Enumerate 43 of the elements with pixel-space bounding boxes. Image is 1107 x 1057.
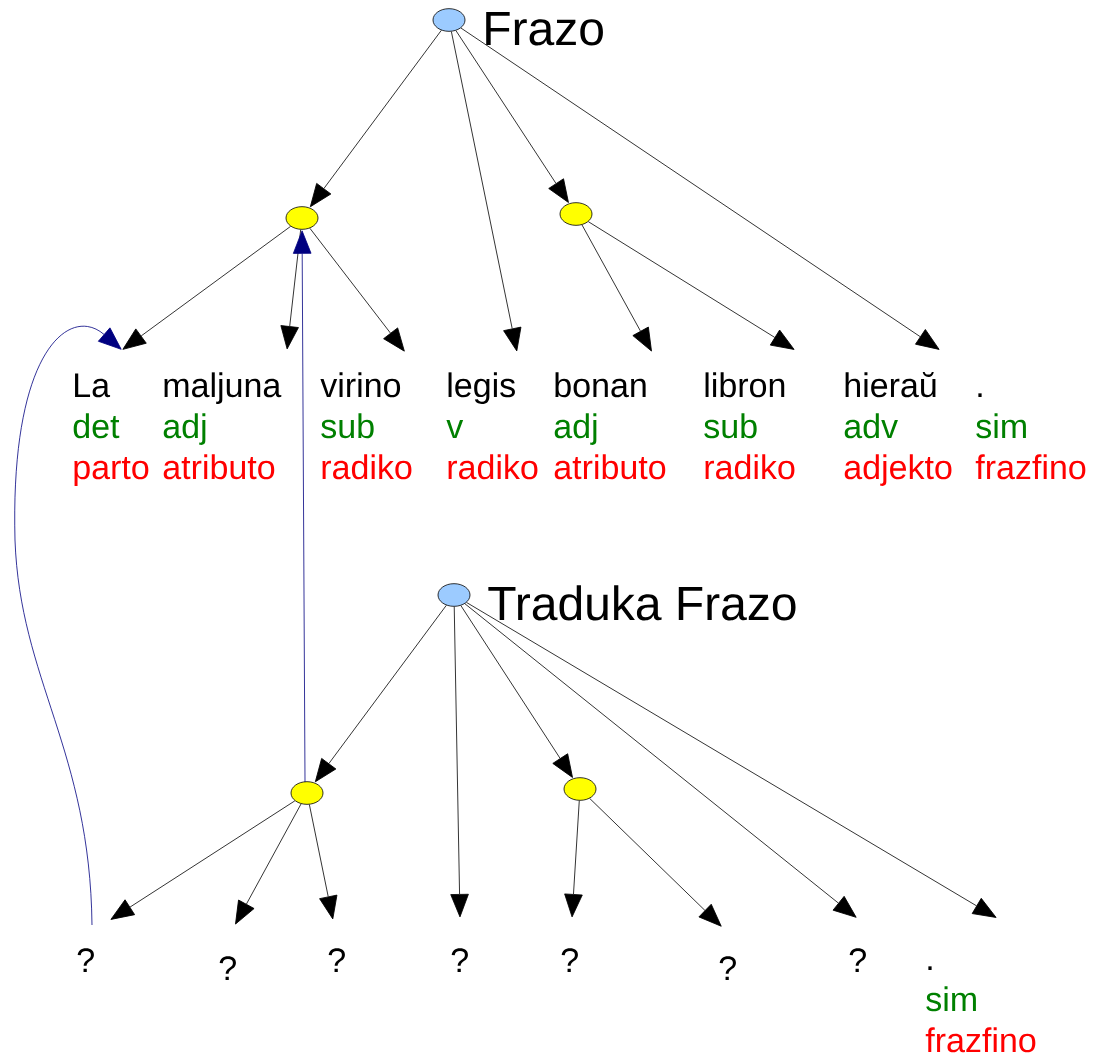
word-column: bonan adj atributo	[554, 372, 666, 480]
word-column: ?	[77, 948, 94, 972]
word-column: . sim frazfino	[975, 393, 1086, 480]
arrow	[309, 29, 442, 208]
arrow	[292, 230, 312, 783]
arrow	[314, 604, 447, 783]
word-column: libron sub radiko	[704, 372, 795, 480]
ellipse-node	[285, 206, 319, 230]
word-column: La det parto	[73, 373, 149, 486]
word-column: hieraŭ adv adjekto	[844, 371, 952, 486]
arrow	[309, 227, 405, 352]
arrow	[588, 221, 795, 350]
arrow	[451, 31, 522, 352]
arrow	[460, 27, 940, 350]
arrow	[235, 803, 302, 925]
arrow	[564, 800, 583, 918]
word-column: ?	[849, 948, 866, 972]
arrow	[466, 602, 997, 918]
arrow	[14, 325, 122, 926]
word-column: ?	[561, 948, 578, 972]
word-column: ?	[451, 948, 468, 972]
node-label: Traduka Frazo	[488, 585, 796, 621]
arrow	[309, 804, 338, 920]
node-label: Frazo	[486, 12, 603, 46]
word-column: ?	[328, 948, 345, 972]
arrow	[122, 226, 291, 350]
word-column: ?	[719, 956, 736, 980]
ellipse-node	[563, 777, 597, 801]
word-column: virino sub radiko	[320, 372, 412, 480]
arrow	[110, 800, 296, 920]
arrow	[455, 30, 569, 203]
arrow	[581, 224, 652, 352]
arrow	[460, 605, 573, 778]
ellipse-node	[290, 781, 324, 805]
arrow	[464, 603, 857, 918]
ellipse-node	[559, 202, 593, 226]
word-column: ?	[219, 956, 236, 980]
word-column: . sim frazfino	[925, 966, 1036, 1053]
word-column: legis v radiko	[446, 372, 538, 480]
arrow	[280, 229, 302, 350]
arrow	[450, 606, 469, 918]
word-column: maljuna adj atributo	[163, 372, 282, 480]
arrow	[589, 798, 722, 927]
